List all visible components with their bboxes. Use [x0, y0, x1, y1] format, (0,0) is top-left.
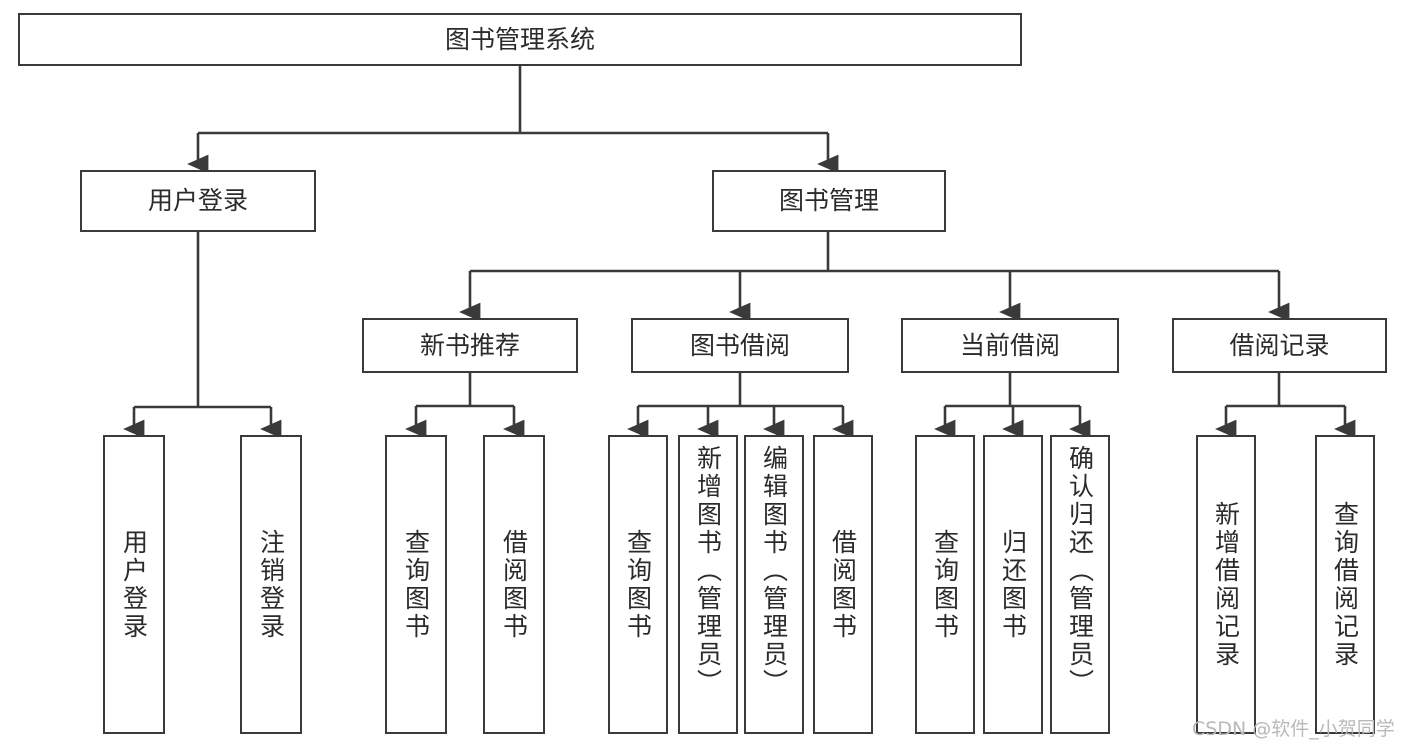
leaf-query-book-borrow-label: 查询图书 [623, 528, 653, 641]
leaf-query-book-recommend[interactable]: 查询图书 [385, 435, 447, 734]
csdn-watermark: CSDN @软件_小贺同学 [1192, 718, 1395, 740]
leaf-query-borrow-record-label: 查询借阅记录 [1330, 500, 1360, 669]
leaf-add-book-admin-label: 新增图书（管理员） [693, 445, 723, 697]
node-new-book-recommend-label: 新书推荐 [419, 330, 520, 360]
leaf-return-book-label: 归还图书 [998, 528, 1028, 641]
leaf-query-borrow-record[interactable]: 查询借阅记录 [1315, 435, 1375, 734]
leaf-borrow-book-recommend-label: 借阅图书 [499, 528, 529, 641]
leaf-query-book-borrow[interactable]: 查询图书 [608, 435, 668, 734]
leaf-confirm-return-admin[interactable]: 确认归还（管理员） [1050, 435, 1110, 734]
leaf-borrow-book-recommend[interactable]: 借阅图书 [483, 435, 545, 734]
leaf-edit-book-admin-label: 编辑图书（管理员） [759, 445, 789, 697]
node-current-borrow[interactable]: 当前借阅 [901, 318, 1119, 373]
leaf-user-logout-label: 注销登录 [256, 528, 286, 641]
node-new-book-recommend[interactable]: 新书推荐 [362, 318, 578, 373]
node-book-management-label: 图书管理 [778, 186, 879, 216]
node-book-borrow-label: 图书借阅 [689, 330, 790, 360]
leaf-confirm-return-admin-label: 确认归还（管理员） [1065, 445, 1095, 697]
node-book-borrow[interactable]: 图书借阅 [631, 318, 849, 373]
leaf-edit-book-admin[interactable]: 编辑图书（管理员） [744, 435, 804, 734]
leaf-query-book-recommend-label: 查询图书 [401, 528, 431, 641]
leaf-query-book-current-label: 查询图书 [930, 528, 960, 641]
node-borrow-record-label: 借阅记录 [1229, 330, 1330, 360]
node-user-login-label: 用户登录 [147, 186, 248, 216]
leaf-query-book-current[interactable]: 查询图书 [915, 435, 975, 734]
leaf-user-login-label: 用户登录 [119, 528, 149, 641]
leaf-borrow-book[interactable]: 借阅图书 [813, 435, 873, 734]
leaf-user-login[interactable]: 用户登录 [103, 435, 165, 734]
leaf-add-borrow-record-label: 新增借阅记录 [1211, 500, 1241, 669]
node-borrow-record[interactable]: 借阅记录 [1172, 318, 1387, 373]
node-book-management[interactable]: 图书管理 [712, 170, 946, 232]
leaf-return-book[interactable]: 归还图书 [983, 435, 1043, 734]
leaf-borrow-book-label: 借阅图书 [828, 528, 858, 641]
leaf-add-book-admin[interactable]: 新增图书（管理员） [678, 435, 738, 734]
node-current-borrow-label: 当前借阅 [959, 330, 1060, 360]
node-root-label: 图书管理系统 [444, 24, 595, 54]
leaf-add-borrow-record[interactable]: 新增借阅记录 [1196, 435, 1256, 734]
node-root[interactable]: 图书管理系统 [18, 13, 1022, 66]
node-user-login[interactable]: 用户登录 [80, 170, 316, 232]
leaf-user-logout[interactable]: 注销登录 [240, 435, 302, 734]
